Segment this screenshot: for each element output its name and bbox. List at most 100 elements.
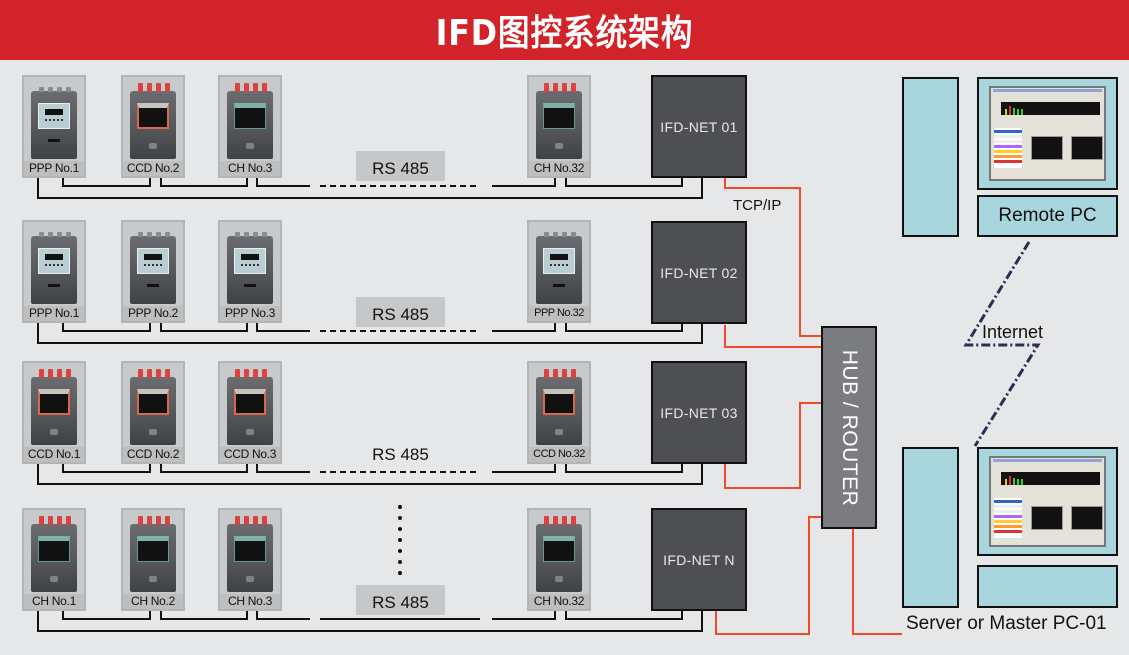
device-label: PPP No.2 xyxy=(123,306,183,321)
ppp-controller-icon xyxy=(31,232,77,304)
ccd-controller-icon xyxy=(130,83,176,159)
rs485-link xyxy=(62,464,151,473)
rs485-link xyxy=(256,464,310,473)
rs485-return-line xyxy=(37,464,703,485)
rs485-link xyxy=(565,611,683,620)
rs485-bus-label: RS 485 xyxy=(356,151,445,181)
server-pc-monitor[interactable] xyxy=(977,447,1118,556)
tcp-ip-link xyxy=(724,325,821,348)
rs485-link xyxy=(62,611,151,620)
device-card[interactable]: PPP No.3 xyxy=(218,220,282,323)
ppp-controller-icon xyxy=(130,232,176,304)
device-label: CCD No.32 xyxy=(529,447,589,462)
monitoring-software-screen xyxy=(989,456,1106,547)
rs485-link xyxy=(160,611,248,620)
gateway-label: IFD-NET N xyxy=(663,551,735,568)
device-card[interactable]: CCD No.32 xyxy=(527,361,591,464)
tcp-ip-link xyxy=(724,178,821,337)
tcp-ip-link-server xyxy=(852,528,902,635)
ch-controller-icon xyxy=(536,516,582,592)
ccd-controller-icon xyxy=(536,369,582,445)
remote-pc-base: Remote PC xyxy=(977,195,1118,237)
remote-pc-label: Remote PC xyxy=(998,205,1097,226)
title-banner: IFD图控系统架构 xyxy=(0,0,1129,60)
ch-controller-icon xyxy=(536,83,582,159)
page-title: IFD图控系统架构 xyxy=(435,13,694,54)
device-card[interactable]: PPP No.2 xyxy=(121,220,185,323)
remote-pc-tower[interactable] xyxy=(902,77,959,237)
device-label: CH No.1 xyxy=(24,594,84,609)
server-pc-label: Server or Master PC-01 xyxy=(906,613,1107,634)
ccd-controller-icon xyxy=(31,369,77,445)
device-card[interactable]: CH No.32 xyxy=(527,75,591,178)
rs485-return-line xyxy=(37,323,703,344)
rs485-bus-label: RS 485 xyxy=(356,585,445,615)
rs485-link xyxy=(492,464,556,473)
rs485-bus-label: RS 485 xyxy=(372,445,429,464)
rs485-link xyxy=(62,178,151,187)
rs485-link xyxy=(160,464,248,473)
ifd-net-gateway[interactable]: IFD-NET 02 xyxy=(651,221,747,324)
rs485-link xyxy=(160,323,248,332)
ppp-controller-icon xyxy=(227,232,273,304)
device-label: CH No.32 xyxy=(529,161,589,176)
device-label: CH No.3 xyxy=(220,594,280,609)
device-label: CCD No.2 xyxy=(123,161,183,176)
device-card[interactable]: CH No.3 xyxy=(218,75,282,178)
device-card[interactable]: CH No.3 xyxy=(218,508,282,611)
tcp-ip-link xyxy=(724,402,821,489)
rs485-return-line xyxy=(37,611,703,632)
rs485-return-line xyxy=(37,178,703,199)
ccd-controller-icon xyxy=(130,369,176,445)
rs485-link xyxy=(565,178,683,187)
remote-pc-monitor[interactable] xyxy=(977,77,1118,190)
device-card[interactable]: CCD No.3 xyxy=(218,361,282,464)
internet-link xyxy=(963,241,1041,447)
ch-controller-icon xyxy=(130,516,176,592)
device-card[interactable]: CH No.1 xyxy=(22,508,86,611)
tcp-ip-link xyxy=(715,516,821,635)
device-label: CH No.3 xyxy=(220,161,280,176)
ifd-net-gateway[interactable]: IFD-NET 03 xyxy=(651,361,747,464)
device-card[interactable]: PPP No.1 xyxy=(22,75,86,178)
device-card[interactable]: CCD No.2 xyxy=(121,75,185,178)
ppp-controller-icon xyxy=(536,232,582,304)
more-networks-ellipsis xyxy=(398,505,402,580)
server-pc-keyboard xyxy=(977,565,1118,608)
rs485-link xyxy=(565,464,683,473)
ifd-net-gateway[interactable]: IFD-NET 01 xyxy=(651,75,747,178)
rs485-link xyxy=(62,323,151,332)
device-card[interactable]: CCD No.2 xyxy=(121,361,185,464)
rs485-link xyxy=(256,323,310,332)
device-card[interactable]: PPP No.32 xyxy=(527,220,591,323)
ccd-controller-icon xyxy=(227,369,273,445)
ch-controller-icon xyxy=(227,516,273,592)
hub-router-label: HUB / ROUTER xyxy=(838,349,861,506)
rs485-link xyxy=(160,178,248,187)
ifd-net-gateway[interactable]: IFD-NET N xyxy=(651,508,747,611)
rs485-bus-label: RS 485 xyxy=(356,297,445,327)
ppp-controller-icon xyxy=(31,87,77,159)
rs485-link xyxy=(492,323,556,332)
device-card[interactable]: PPP No.1 xyxy=(22,220,86,323)
device-label: PPP No.3 xyxy=(220,306,280,321)
device-card[interactable]: CCD No.1 xyxy=(22,361,86,464)
rs485-link xyxy=(492,178,556,187)
device-label: PPP No.1 xyxy=(24,306,84,321)
device-label: CCD No.1 xyxy=(24,447,84,462)
tcp-ip-label: TCP/IP xyxy=(733,197,782,214)
device-label: PPP No.32 xyxy=(529,306,589,321)
device-label: CH No.2 xyxy=(123,594,183,609)
gateway-label: IFD-NET 03 xyxy=(660,404,738,421)
device-label: CCD No.3 xyxy=(220,447,280,462)
device-label: CCD No.2 xyxy=(123,447,183,462)
device-card[interactable]: CH No.32 xyxy=(527,508,591,611)
hub-router[interactable]: HUB / ROUTER xyxy=(821,326,877,529)
rs485-link xyxy=(492,611,556,620)
server-pc-tower[interactable] xyxy=(902,447,959,608)
monitoring-software-screen xyxy=(989,86,1106,181)
device-label: PPP No.1 xyxy=(24,161,84,176)
device-card[interactable]: CH No.2 xyxy=(121,508,185,611)
device-label: CH No.32 xyxy=(529,594,589,609)
